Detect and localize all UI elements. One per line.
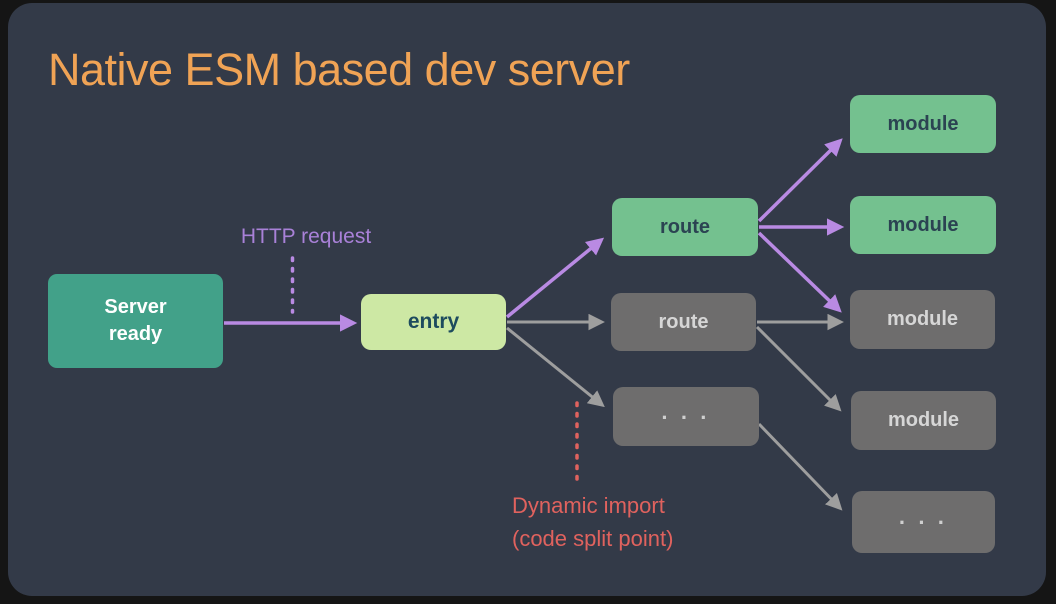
- node-module-inactive-1: module: [850, 290, 995, 349]
- node-module-active-2: module: [850, 196, 996, 254]
- node-server-ready: Server ready: [48, 274, 223, 368]
- http-request-label: HTTP request: [240, 225, 372, 248]
- dynamic-import-label: Dynamic import (code split point): [512, 493, 674, 551]
- node-routes-more: · · ·: [613, 387, 759, 446]
- node-entry: entry: [361, 294, 506, 350]
- node-module-inactive-2: module: [851, 391, 996, 450]
- diagram-title: Native ESM based dev server: [48, 44, 630, 95]
- node-route-active: route: [612, 198, 758, 256]
- node-module-active-1: module: [850, 95, 996, 153]
- node-modules-more: · · ·: [852, 491, 995, 553]
- node-route-inactive: route: [611, 293, 756, 351]
